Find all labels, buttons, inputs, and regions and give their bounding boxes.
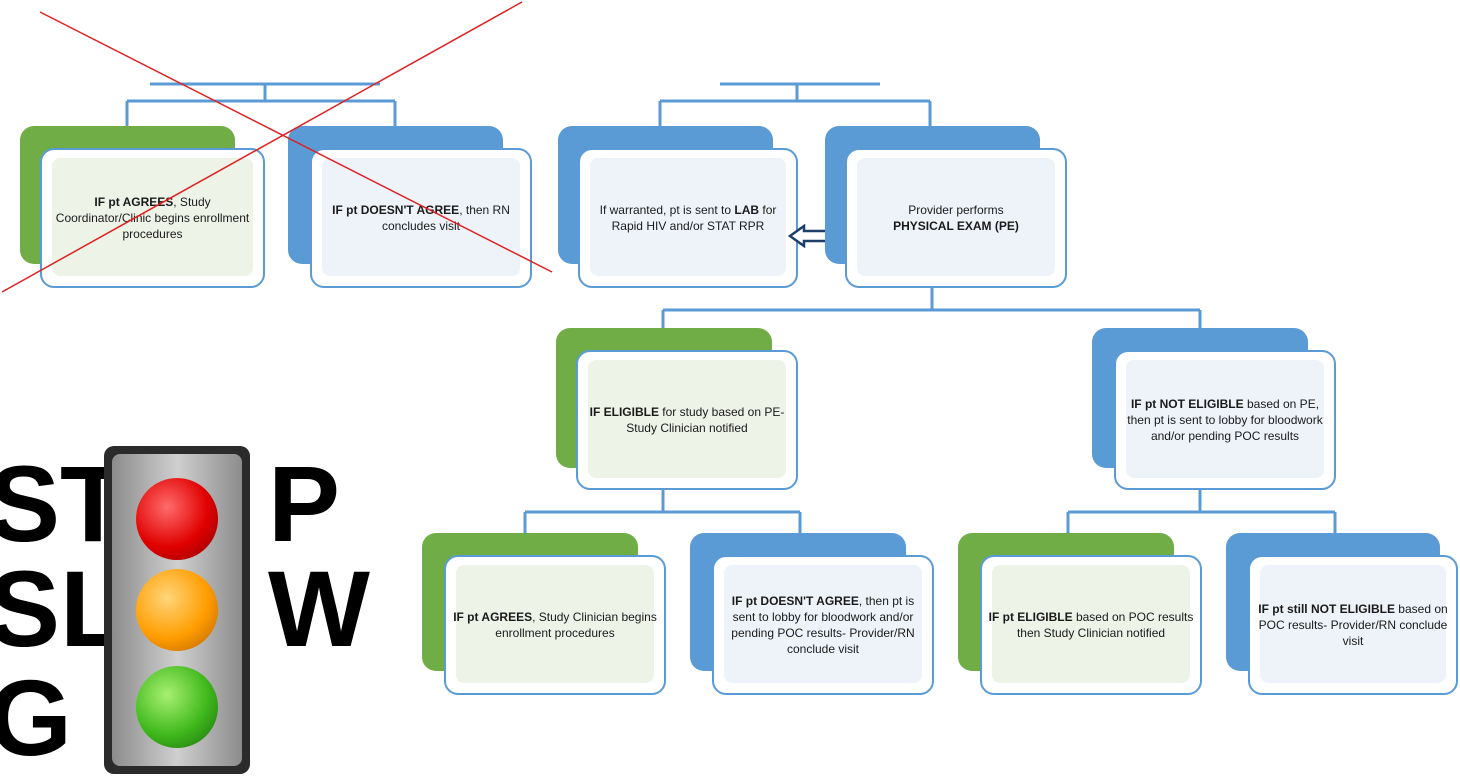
stop-letters-right: P <box>268 443 341 564</box>
traffic-light-icon <box>104 446 250 774</box>
amber-light-icon <box>136 569 218 651</box>
green-light-icon <box>136 666 218 748</box>
slow-letters-right: W <box>268 548 370 669</box>
red-light-icon <box>136 478 218 560</box>
go-letters: G <box>0 657 73 778</box>
